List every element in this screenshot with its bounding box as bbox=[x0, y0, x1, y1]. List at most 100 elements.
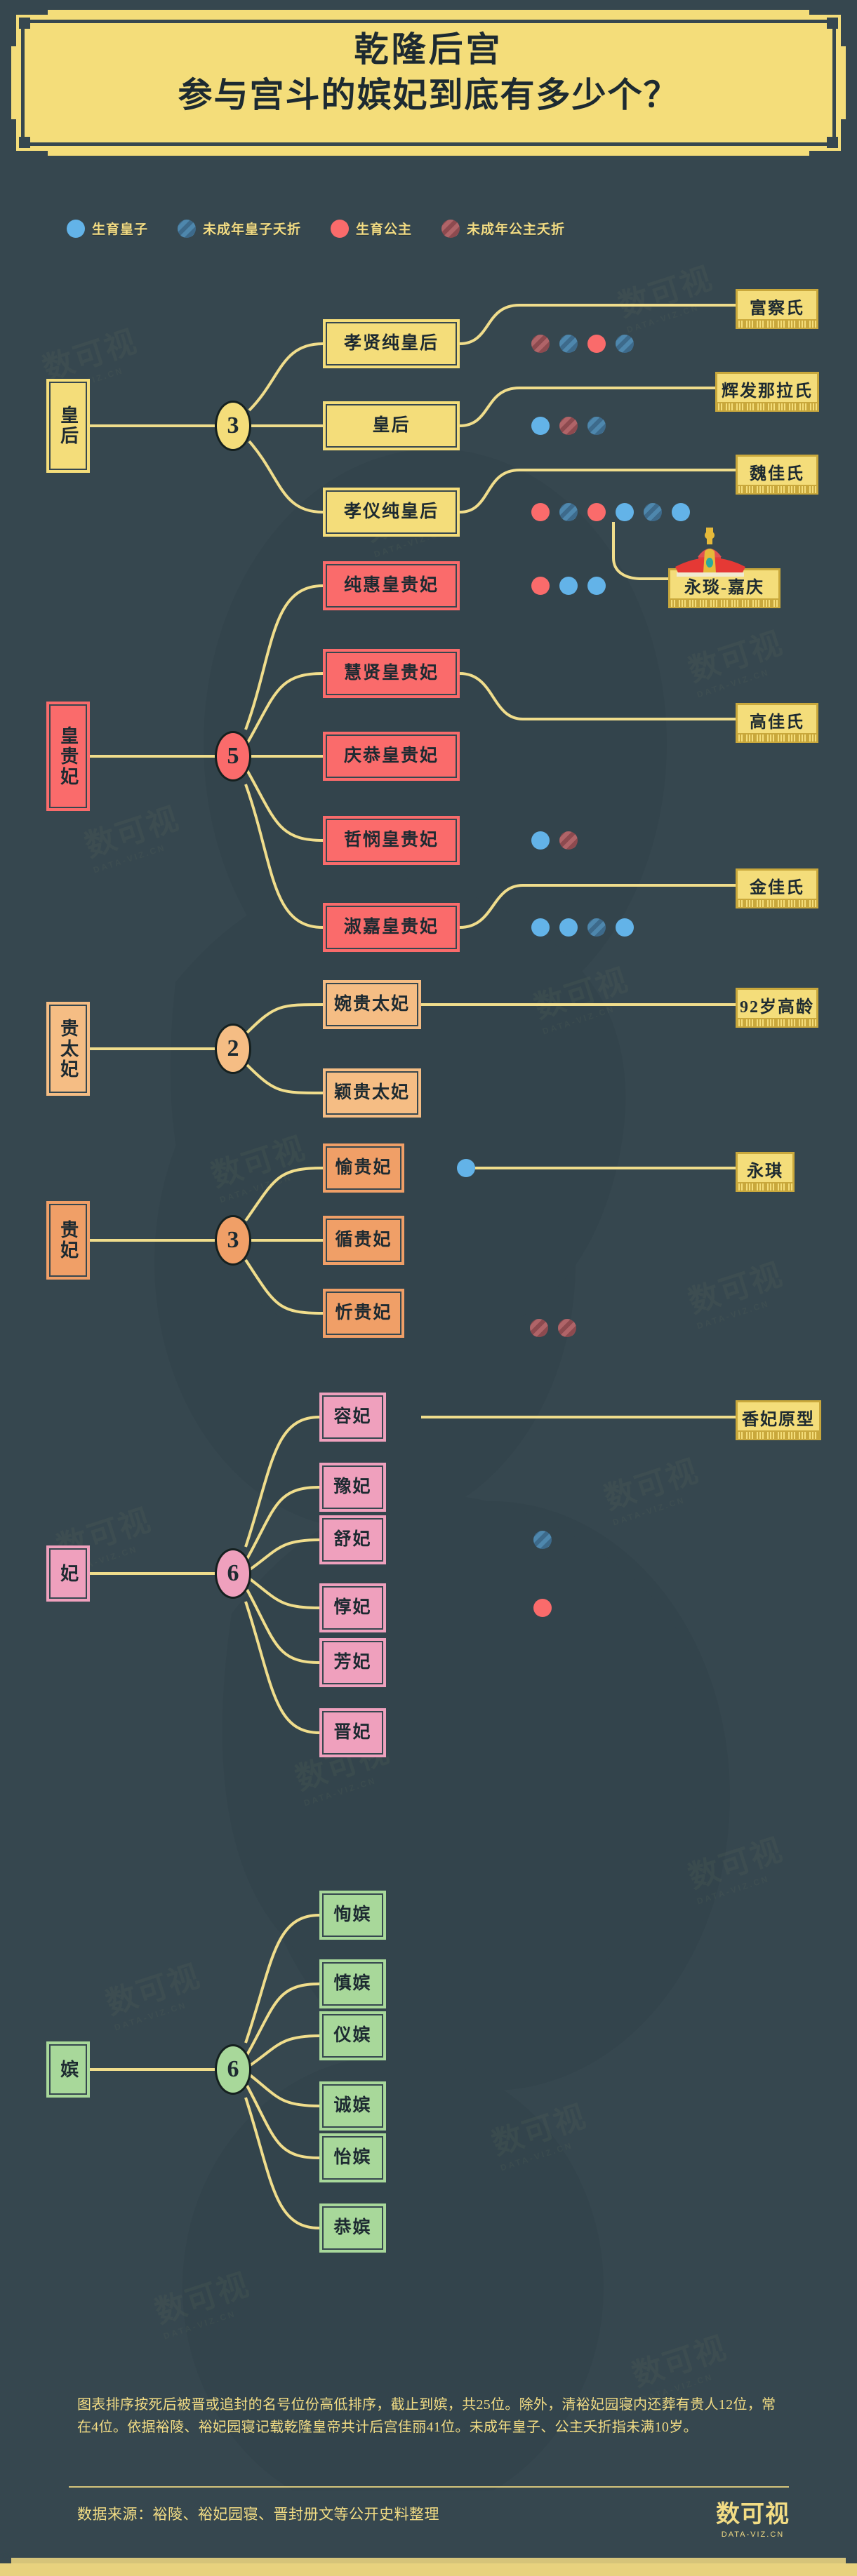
child-dot-prince-icon bbox=[531, 918, 550, 937]
children-dots-row bbox=[531, 417, 606, 435]
rank-label-noble-consort: 贵妃 bbox=[46, 1201, 90, 1280]
child-dot-prince-died-icon bbox=[587, 918, 606, 937]
member-node[interactable]: 婉贵太妃 bbox=[323, 980, 421, 1029]
children-dots-row bbox=[531, 831, 578, 850]
legend: 生育皇子 未成年皇子夭折 生育公主 未成年公主夭折 bbox=[67, 219, 565, 238]
member-node[interactable]: 忻贵妃 bbox=[323, 1289, 404, 1338]
rank-label-imperial-noble-consort: 皇贵妃 bbox=[46, 702, 90, 811]
bottom-accent-bar bbox=[0, 2563, 857, 2576]
data-source-text: 数据来源：裕陵、裕妃园寝、晋封册文等公开史料整理 bbox=[77, 2506, 439, 2523]
member-node[interactable]: 晋妃 bbox=[319, 1708, 386, 1757]
children-dots-row bbox=[531, 918, 634, 937]
child-dot-princess-icon bbox=[587, 503, 606, 521]
children-dots-row bbox=[531, 335, 634, 353]
child-dot-princess-died-icon bbox=[559, 831, 578, 850]
member-node[interactable]: 循贵妃 bbox=[323, 1216, 404, 1265]
member-node[interactable]: 哲悯皇贵妃 bbox=[323, 816, 460, 865]
annotation-tag: 高佳氏 bbox=[736, 703, 818, 743]
legend-label: 生育皇子 bbox=[92, 222, 149, 237]
child-dot-prince-icon bbox=[531, 831, 550, 850]
member-node[interactable]: 纯惠皇贵妃 bbox=[323, 561, 460, 610]
child-dot-prince-icon bbox=[559, 577, 578, 595]
bottom-accent-bar-inner bbox=[11, 2558, 846, 2563]
legend-label: 生育公主 bbox=[356, 222, 413, 237]
rank-label-noble-dowager-consort: 贵太妃 bbox=[46, 1002, 90, 1096]
child-dot-prince-icon bbox=[531, 417, 550, 435]
annotation-tag: 永琪 bbox=[736, 1152, 795, 1192]
ornament-corner-top-left bbox=[10, 8, 48, 46]
member-node[interactable]: 怡嫔 bbox=[319, 2133, 386, 2182]
children-dots-row bbox=[533, 1531, 552, 1549]
title-line-2: 参与宫斗的嫔妃到底有多少个？ bbox=[178, 75, 679, 114]
member-node[interactable]: 惇妃 bbox=[319, 1583, 386, 1632]
page-title: 乾隆后宫 参与宫斗的嫔妃到底有多少个？ bbox=[11, 30, 846, 116]
child-dot-prince-died-icon bbox=[616, 335, 634, 353]
children-dots-row bbox=[457, 1159, 475, 1177]
child-dot-princess-icon bbox=[587, 335, 606, 353]
member-node[interactable]: 淑嘉皇贵妃 bbox=[323, 903, 460, 952]
member-node[interactable]: 诚嫔 bbox=[319, 2081, 386, 2131]
annotation-tag: 富察氏 bbox=[736, 289, 818, 329]
brand-mark: 数可视 bbox=[716, 2501, 790, 2528]
rank-label-consort: 妃 bbox=[46, 1545, 90, 1602]
member-node[interactable]: 慎嫔 bbox=[319, 1959, 386, 2008]
rank-count-noble-dowager-consort: 2 bbox=[215, 1024, 251, 1074]
child-dot-prince-icon bbox=[457, 1159, 475, 1177]
member-node[interactable]: 皇后 bbox=[323, 401, 460, 450]
member-node[interactable]: 恭嫔 bbox=[319, 2203, 386, 2253]
legend-label: 未成年皇子夭折 bbox=[203, 222, 302, 237]
member-node[interactable]: 舒妃 bbox=[319, 1515, 386, 1564]
annotation-tag: 香妃原型 bbox=[736, 1400, 821, 1440]
child-dot-prince-icon bbox=[672, 503, 690, 521]
legend-item-born-princess: 生育公主 bbox=[331, 219, 412, 238]
child-dot-princess-icon bbox=[531, 577, 550, 595]
child-dot-princess-icon bbox=[531, 503, 550, 521]
member-node[interactable]: 愉贵妃 bbox=[323, 1143, 404, 1193]
rank-count-empress: 3 bbox=[215, 401, 251, 451]
member-node[interactable]: 芳妃 bbox=[319, 1638, 386, 1687]
child-dot-prince-icon bbox=[587, 577, 606, 595]
child-dot-prince-icon bbox=[616, 503, 634, 521]
rank-count-imperial-noble-consort: 5 bbox=[215, 731, 251, 781]
rank-count-concubine: 6 bbox=[215, 2044, 251, 2095]
rank-count-noble-consort: 3 bbox=[215, 1215, 251, 1266]
member-node[interactable]: 孝仪纯皇后 bbox=[323, 488, 460, 537]
member-node[interactable]: 孝贤纯皇后 bbox=[323, 319, 460, 368]
child-dot-prince-died-icon bbox=[559, 503, 578, 521]
member-node[interactable]: 豫妃 bbox=[319, 1463, 386, 1512]
member-node[interactable]: 慧贤皇贵妃 bbox=[323, 649, 460, 698]
footer-divider bbox=[69, 2486, 789, 2488]
children-dots-row bbox=[531, 503, 690, 521]
legend-swatch-blue-circle-icon bbox=[67, 219, 85, 238]
legend-item-prince-died: 未成年皇子夭折 bbox=[178, 219, 301, 238]
legend-item-born-prince: 生育皇子 bbox=[67, 219, 148, 238]
rank-label-concubine: 嫔 bbox=[46, 2041, 90, 2098]
legend-swatch-pink-striped-circle-icon bbox=[441, 219, 460, 238]
child-dot-prince-died-icon bbox=[644, 503, 662, 521]
child-dot-princess-icon bbox=[533, 1599, 552, 1617]
poster-header: 乾隆后宫 参与宫斗的嫔妃到底有多少个？ bbox=[10, 8, 847, 157]
child-dot-prince-icon bbox=[559, 918, 578, 937]
member-node[interactable]: 仪嫔 bbox=[319, 2011, 386, 2060]
member-node[interactable]: 恂嫔 bbox=[319, 1891, 386, 1940]
child-dot-princess-died-icon bbox=[559, 417, 578, 435]
member-node[interactable]: 颖贵太妃 bbox=[323, 1068, 421, 1118]
ornament-corner-bottom-left bbox=[10, 119, 48, 157]
member-node[interactable]: 容妃 bbox=[319, 1393, 386, 1442]
child-dot-prince-died-icon bbox=[587, 417, 606, 435]
rank-count-consort: 6 bbox=[215, 1548, 251, 1599]
child-dot-princess-died-icon bbox=[530, 1319, 548, 1337]
child-dot-prince-died-icon bbox=[533, 1531, 552, 1549]
member-node[interactable]: 庆恭皇贵妃 bbox=[323, 732, 460, 781]
annotation-tag: 辉发那拉氏 bbox=[715, 372, 819, 412]
child-dot-princess-died-icon bbox=[531, 335, 550, 353]
children-dots-row bbox=[531, 577, 606, 595]
brand-logo: 数可视 DATA-VIZ.CN bbox=[716, 2495, 790, 2539]
ornament-corner-top-right bbox=[809, 8, 847, 46]
ornament-corner-bottom-right bbox=[809, 119, 847, 157]
title-line-1: 乾隆后宫 bbox=[354, 30, 503, 69]
legend-item-princess-died: 未成年公主夭折 bbox=[441, 219, 565, 238]
legend-swatch-blue-striped-circle-icon bbox=[178, 219, 197, 238]
